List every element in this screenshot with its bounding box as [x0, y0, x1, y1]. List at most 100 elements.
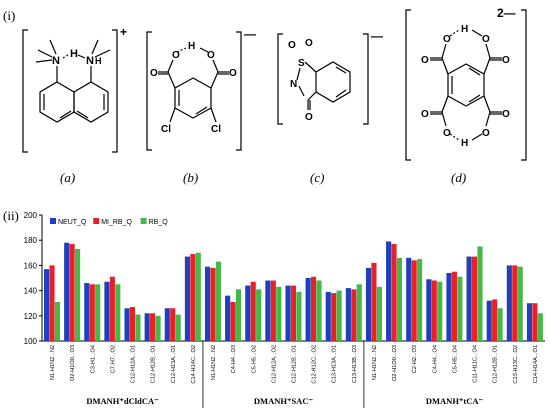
chart-bars [44, 241, 543, 341]
bar-rb-q [396, 257, 403, 341]
bar-mi-rb-q [109, 276, 115, 341]
bar-mi-rb-q [150, 313, 156, 341]
bar-mi-rb-q [49, 265, 55, 341]
x-tick-label: N1-H1N2...N2 [50, 345, 56, 380]
atom-label: O [150, 68, 158, 79]
bar-rb-q [477, 246, 483, 341]
bar-mi-rb-q [290, 285, 297, 341]
bar-rb-q [115, 284, 121, 341]
x-tick-label: C5-H5...O2 [251, 345, 257, 373]
bar-neut-q [225, 295, 231, 341]
bar-neut-q [446, 272, 452, 341]
bar-mi-rb-q [190, 254, 196, 341]
bar-neut-q [426, 279, 432, 341]
bar-mi-rb-q [129, 306, 136, 341]
x-tick-label: C12-H12B...O1 [292, 345, 298, 383]
panel-label-ii: (ii) [3, 208, 19, 223]
bar-rb-q [376, 286, 382, 341]
bar-neut-q [164, 308, 170, 341]
atom-label: O [288, 40, 296, 51]
molecule-c [277, 33, 369, 125]
bar-mi-rb-q [451, 271, 457, 341]
x-tick-label: C12-H12A...O2 [271, 345, 277, 383]
x-tick-label: C12-H13A...O1 [171, 345, 177, 383]
bracket-left-d [405, 9, 411, 161]
x-tick-label: C13-H13A...O1 [332, 345, 338, 383]
x-tick-label: C12-H12B...O1 [493, 345, 499, 383]
panel-structures: (i) N H N H + (a) [3, 6, 527, 185]
legend-swatch [50, 218, 56, 224]
x-tick-label: C13-H13B...O3 [352, 345, 358, 383]
bar-mi-rb-q [492, 299, 498, 341]
bar-rb-q [356, 284, 362, 341]
bar-rb-q [417, 259, 423, 341]
ring-right-a [73, 81, 109, 123]
atom-label: H [70, 48, 78, 60]
bar-mi-rb-q [210, 267, 216, 341]
charge-b: — [244, 27, 256, 41]
atom-label: O [421, 109, 429, 120]
bar-neut-q [84, 283, 90, 341]
atom-label: O [443, 34, 451, 45]
bar-neut-q [466, 256, 472, 341]
molecule-d [405, 9, 527, 161]
bar-rb-q [175, 314, 181, 341]
atom-label: Cl [161, 124, 171, 135]
bar-rb-q [336, 290, 342, 341]
group-label: DMANH⁺dCldCA⁻ [86, 396, 159, 406]
bar-neut-q [144, 313, 150, 341]
molecule-a [22, 29, 118, 153]
x-tick-label: N1-H1N2...N2 [211, 345, 217, 380]
bar-neut-q [406, 257, 412, 341]
atom-label: N [86, 55, 94, 67]
molecule-label-b: (b) [183, 170, 198, 185]
bar-neut-q [204, 266, 211, 341]
bar-neut-q [265, 280, 271, 341]
bar-rb-q [316, 280, 322, 341]
bar-rb-q [517, 266, 523, 341]
bracket-right-d [521, 9, 527, 161]
bar-neut-q [184, 256, 190, 341]
bar-neut-q [305, 278, 311, 341]
bracket-right-c [363, 33, 369, 125]
x-tick-label: C4-H4...O4 [432, 345, 438, 373]
bar-rb-q [276, 286, 282, 341]
chart-groups: DMANH⁺dCldCA⁻DMANH⁺SAC⁻DMANH⁺tCA⁻ [86, 341, 484, 408]
y-tick-label: 160 [24, 261, 38, 270]
bar-rb-q [235, 289, 242, 341]
bar-neut-q [365, 267, 372, 341]
bar-mi-rb-q [532, 303, 538, 341]
bar-neut-q [325, 291, 331, 341]
bar-rb-q [195, 252, 201, 341]
bar-rb-q [457, 276, 463, 341]
atom-label: O [443, 128, 451, 139]
atom-label: O [207, 50, 215, 61]
x-tick-label: C11-H11C...O4 [473, 345, 479, 383]
atom-label: N [52, 55, 60, 67]
bar-mi-rb-q [351, 289, 357, 341]
group-label: DMANH⁺tCA⁻ [426, 396, 484, 406]
atom-label: O [305, 112, 313, 123]
bar-rb-q [155, 315, 161, 341]
x-tick-label: C12-H12A...O1 [131, 345, 137, 383]
bar-neut-q [124, 308, 130, 341]
bar-mi-rb-q [270, 280, 276, 341]
bar-mi-rb-q [331, 293, 337, 341]
x-tick-label: C7-H7...O2 [110, 345, 116, 373]
atom-label: H [461, 24, 468, 35]
y-tick-label: 120 [24, 312, 38, 321]
bar-neut-q [104, 281, 110, 341]
bracket-left-a [22, 29, 28, 153]
bar-neut-q [526, 303, 533, 341]
bar-neut-q [44, 269, 50, 341]
x-tick-label: C12-H12C...O2 [312, 345, 318, 384]
legend-swatch [93, 218, 100, 224]
atom-label: O [482, 128, 490, 139]
bar-mi-rb-q [89, 284, 95, 341]
bracket-right-a [112, 29, 118, 153]
legend-label: NEUT_Q [58, 219, 87, 226]
bar-rb-q [215, 261, 221, 341]
